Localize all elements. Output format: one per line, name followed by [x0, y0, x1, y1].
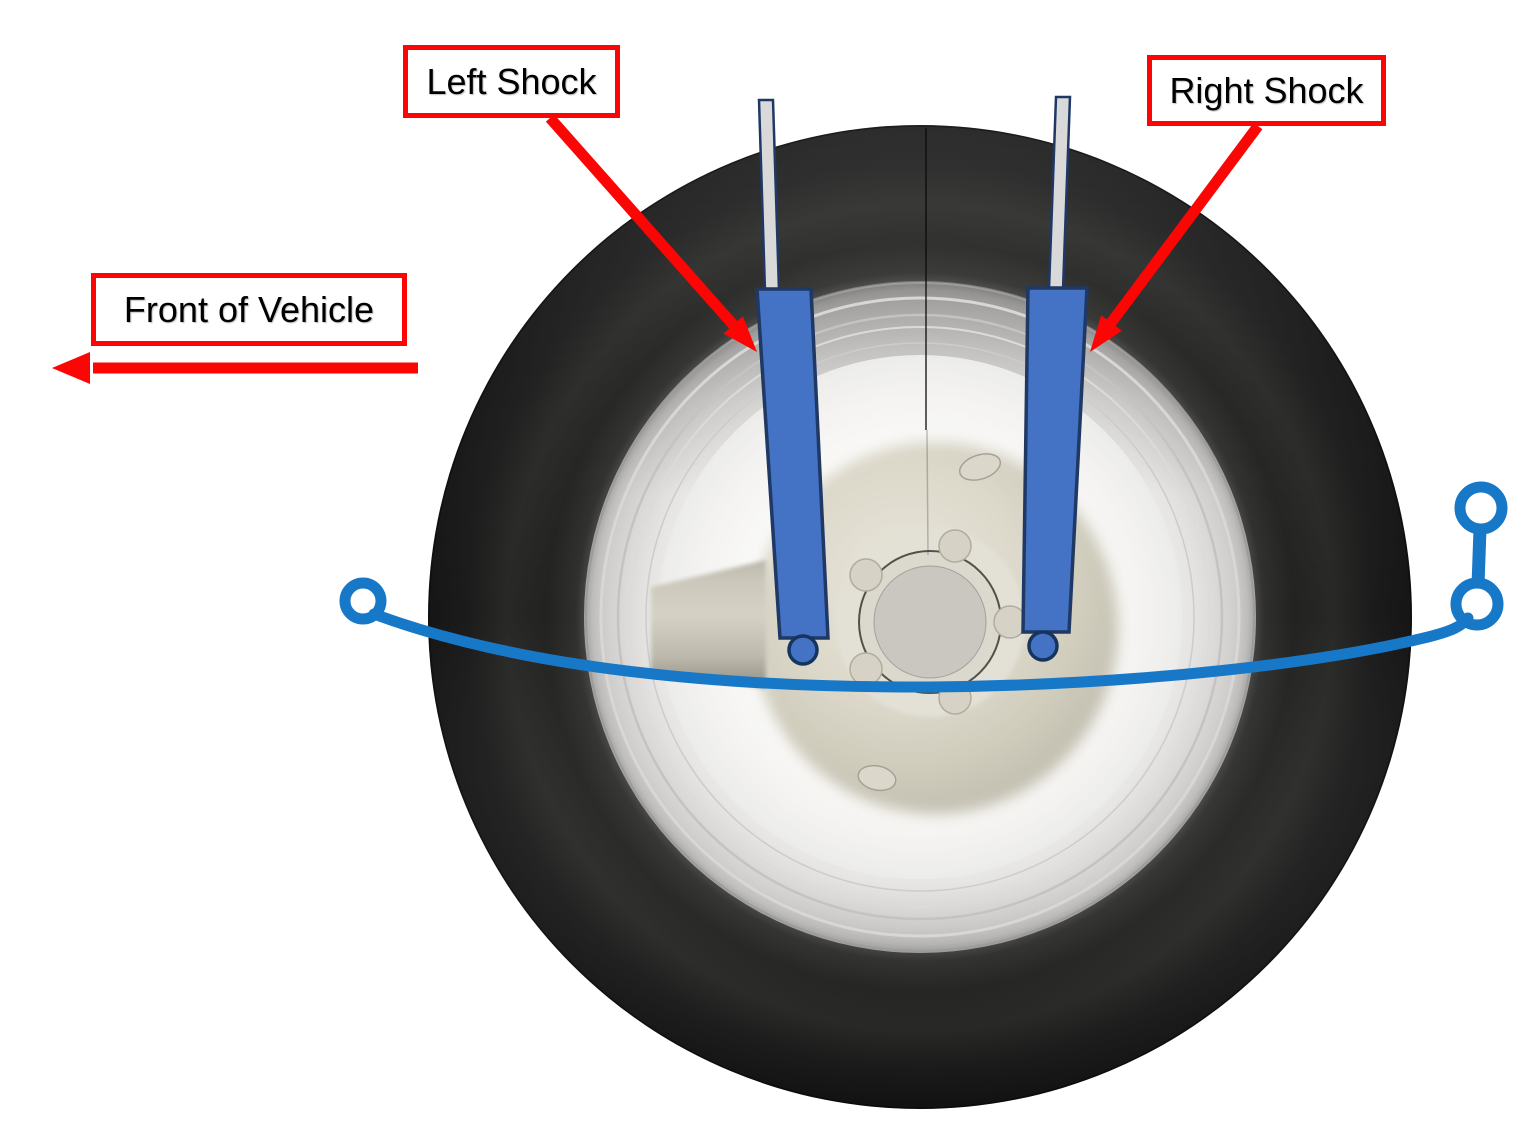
shackle-lower-eye	[1450, 577, 1504, 631]
lug-boss	[849, 558, 883, 592]
lug-boss	[938, 529, 972, 563]
rim-ring-4	[645, 342, 1195, 892]
left-shock-body	[755, 287, 830, 640]
right-shock-body	[1021, 286, 1089, 634]
hub-center-disc	[873, 565, 987, 679]
axle-tube	[651, 560, 766, 688]
rim-ring-1	[599, 296, 1241, 938]
right-shock-arrowhead	[1090, 315, 1122, 352]
rim-ring-outer	[585, 282, 1255, 952]
rim-ring-3	[629, 326, 1211, 908]
lug-bosses	[849, 529, 1027, 715]
tire-outline	[428, 125, 1412, 1109]
spring-front-eye	[339, 577, 387, 625]
spring-arc	[368, 608, 1474, 693]
left-shock-label: Left Shock	[403, 45, 620, 118]
shackle-link	[1471, 528, 1487, 586]
front-direction-arrowhead	[52, 352, 90, 384]
annotation-arrows	[52, 114, 1263, 384]
rim-ring-2	[616, 313, 1224, 921]
rim-seam-line	[926, 429, 929, 556]
front-of-vehicle-label-text: Front of Vehicle	[123, 288, 375, 330]
wheel	[428, 125, 1412, 1109]
right-shock-arrow-line	[1103, 122, 1263, 331]
right-shock-eyelet	[1027, 630, 1059, 662]
lug-boss	[849, 652, 883, 686]
left-shock-eyelet	[787, 634, 819, 666]
right-shock-label-text: Right Shock	[1169, 69, 1364, 111]
left-shock-label-text: Left Shock	[426, 60, 597, 102]
dome-dimple	[958, 453, 1002, 481]
leaf-spring	[339, 481, 1508, 693]
front-of-vehicle-label: Front of Vehicle	[91, 273, 407, 346]
right-shock-label: Right Shock	[1147, 55, 1386, 126]
left-shock-arrowhead	[723, 316, 757, 352]
shocks	[755, 95, 1089, 666]
dome-dimple	[857, 764, 897, 792]
lug-boss	[993, 605, 1027, 639]
shackle-upper-eye	[1454, 481, 1508, 535]
left-shock-arrow-line	[545, 114, 741, 332]
